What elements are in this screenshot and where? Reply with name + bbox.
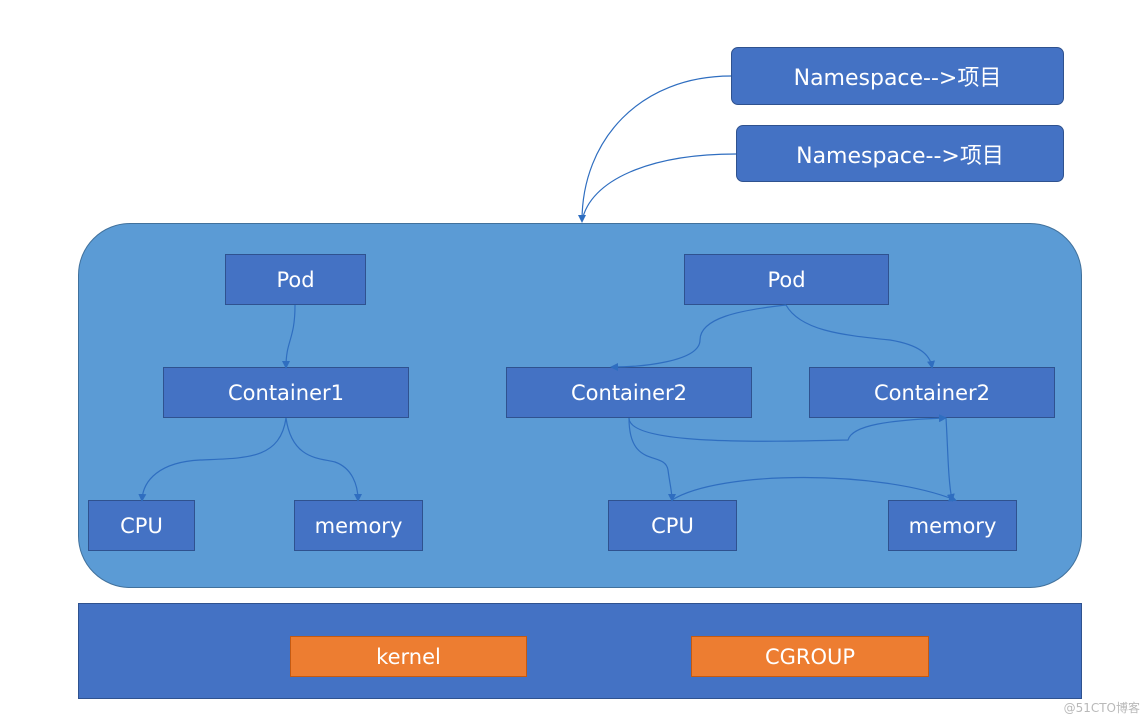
cgroup-box: CGROUP <box>691 636 929 677</box>
container-box-2: Container2 <box>506 367 752 418</box>
connector-ns1-to-node <box>578 75 732 223</box>
connector-ns2-to-node <box>581 153 737 222</box>
memory-box-1: memory <box>294 500 423 551</box>
container-box-1: Container1 <box>163 367 409 418</box>
namespace-box-2: Namespace-->项目 <box>736 125 1064 182</box>
memory-box-2: memory <box>888 500 1017 551</box>
namespace-box-1: Namespace-->项目 <box>731 47 1064 105</box>
watermark: @51CTO博客 <box>1063 701 1140 715</box>
infrastructure-bar <box>78 603 1082 699</box>
pod-box-1: Pod <box>225 254 366 305</box>
pod-box-2: Pod <box>684 254 889 305</box>
cpu-box-2: CPU <box>608 500 737 551</box>
kernel-box: kernel <box>290 636 527 677</box>
cpu-box-1: CPU <box>88 500 195 551</box>
container-box-3: Container2 <box>809 367 1055 418</box>
